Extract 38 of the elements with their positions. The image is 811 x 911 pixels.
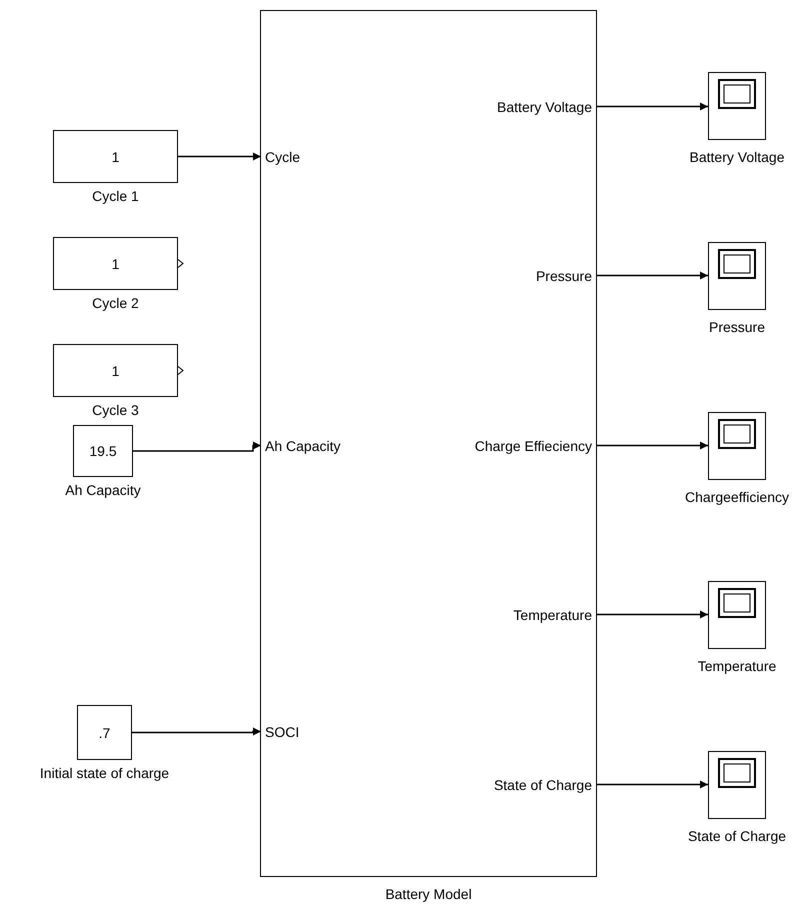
port-label: Temperature	[509, 606, 596, 624]
constant-block: 1	[53, 130, 178, 183]
block-name: Battery Voltage	[690, 148, 784, 166]
block-name: Cycle 3	[92, 401, 139, 419]
scope-block	[708, 72, 766, 140]
signal-arrow	[596, 272, 708, 280]
block-name: Cycle 2	[92, 294, 139, 312]
signal-arrow	[133, 442, 261, 452]
port-label: Cycle	[261, 148, 304, 166]
constant-block: 1	[53, 344, 178, 397]
scope-block	[708, 751, 766, 819]
block-name: Pressure	[708, 318, 766, 336]
port-label: Charge Effieciency	[470, 436, 596, 454]
scope-block	[708, 412, 766, 480]
port-label: Pressure	[532, 266, 596, 284]
port-label: Ah Capacity	[261, 436, 344, 454]
signal-arrow	[178, 152, 261, 160]
block-name: Cycle 1	[92, 187, 139, 205]
block-name: Chargeefficiency	[684, 488, 790, 506]
scope-block	[708, 242, 766, 310]
port-label: State of Charge	[490, 776, 596, 794]
constant-block: 19.5	[73, 425, 133, 477]
signal-arrow	[132, 728, 261, 736]
port-label: Battery Voltage	[493, 98, 596, 116]
block-name: Battery Model	[385, 885, 472, 903]
block-name: Initial state of charge	[40, 764, 170, 782]
constant-block: .7	[77, 705, 132, 760]
scope-block	[708, 581, 766, 649]
block-name: Ah Capacity	[65, 481, 141, 499]
block-name: State of Charge	[688, 827, 786, 845]
subsystem-block	[260, 10, 597, 877]
signal-arrow	[596, 610, 708, 618]
signal-arrow	[596, 442, 708, 450]
port-label: SOCI	[261, 722, 304, 740]
block-name: Temperature	[698, 657, 776, 675]
signal-arrow	[596, 102, 708, 110]
signal-arrow	[596, 780, 708, 788]
constant-block: 1	[53, 237, 178, 290]
